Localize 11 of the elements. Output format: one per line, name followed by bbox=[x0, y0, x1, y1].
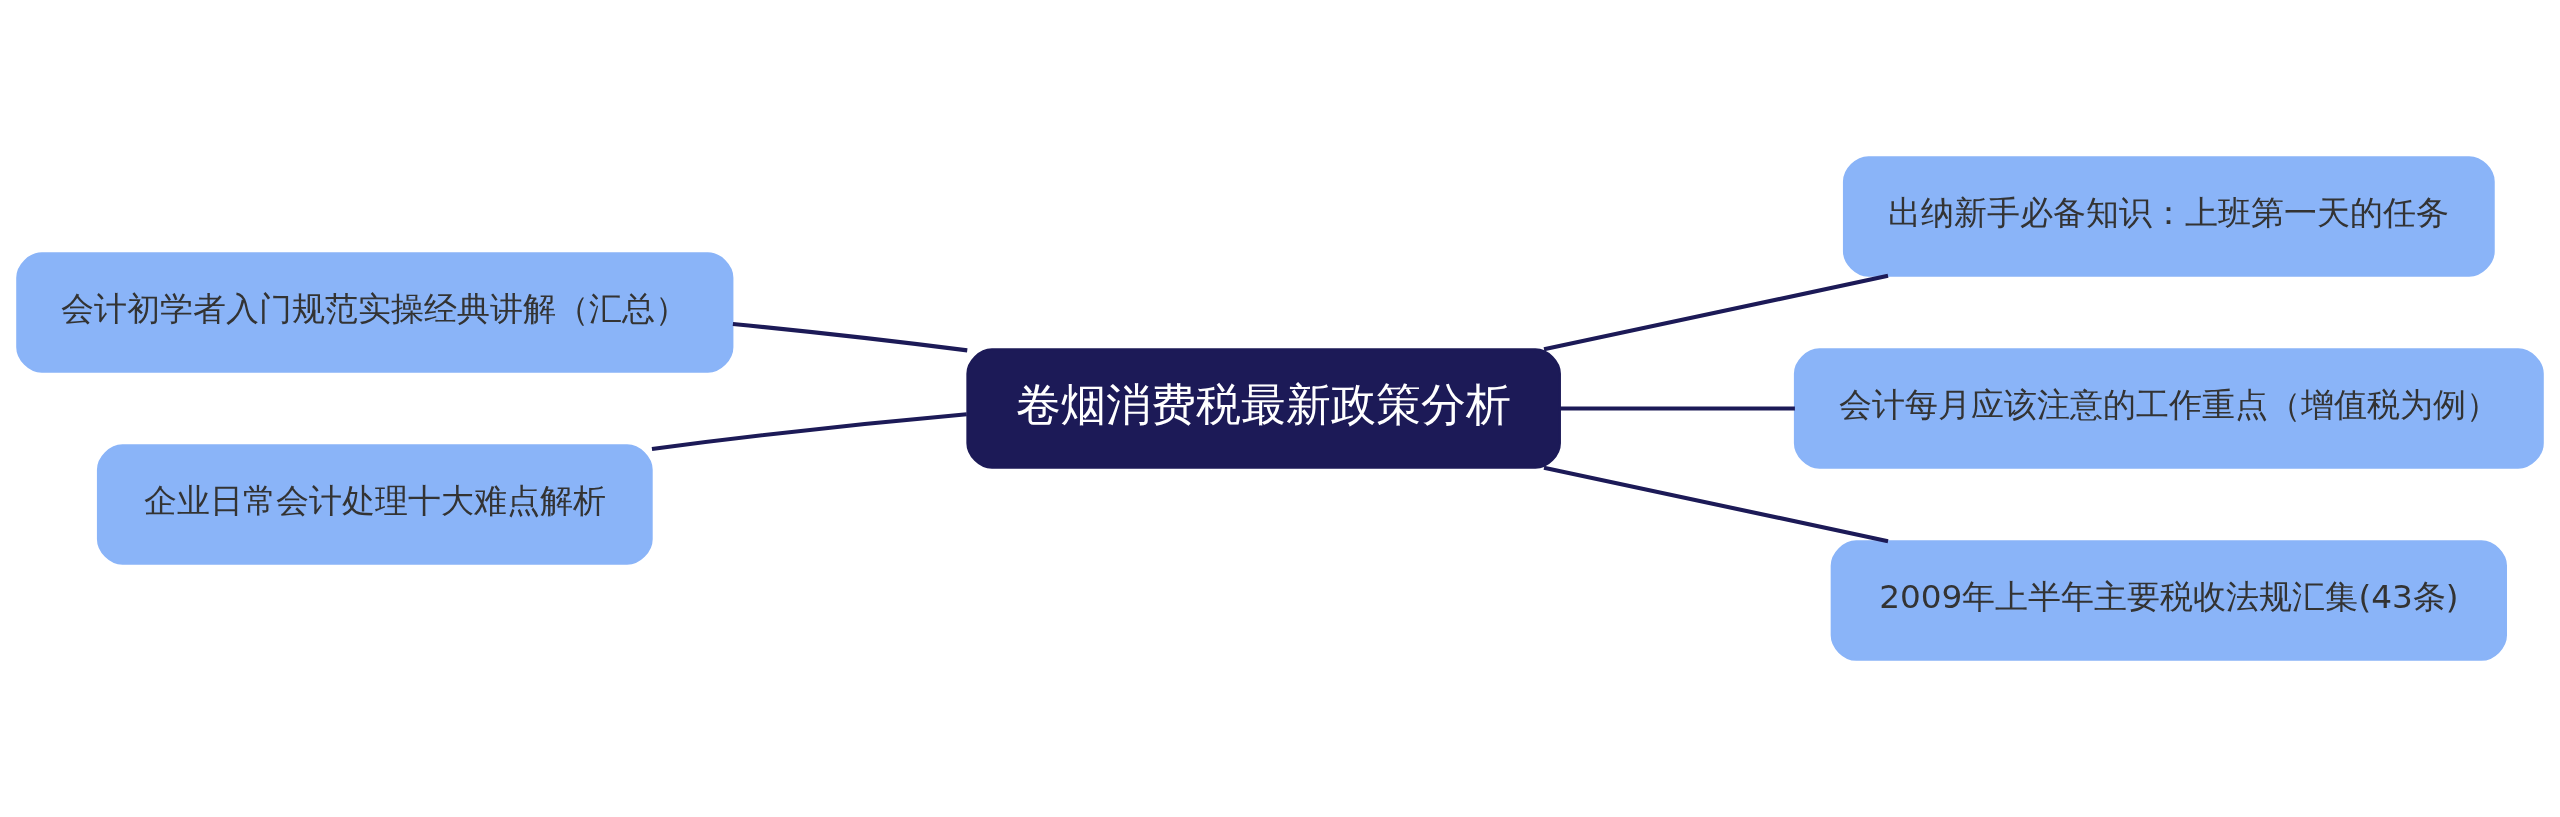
node-box: 会计每月应该注意的工作重点（增值税为例） bbox=[1793, 348, 2544, 469]
node-box: 会计初学者入门规范实操经典讲解（汇总） bbox=[16, 252, 734, 373]
connector bbox=[651, 412, 967, 451]
connector bbox=[1560, 406, 1795, 411]
connector bbox=[732, 321, 968, 353]
node-box: 出纳新手必备知识：上班第一天的任务 bbox=[1842, 156, 2495, 277]
node-box: 2009年上半年主要税收法规汇集(43条) bbox=[1830, 540, 2507, 661]
node-box: 企业日常会计处理十大难点解析 bbox=[96, 444, 653, 565]
connector bbox=[1543, 465, 1889, 544]
node-box: 卷烟消费税最新政策分析 bbox=[966, 348, 1561, 469]
connector bbox=[1543, 273, 1889, 352]
